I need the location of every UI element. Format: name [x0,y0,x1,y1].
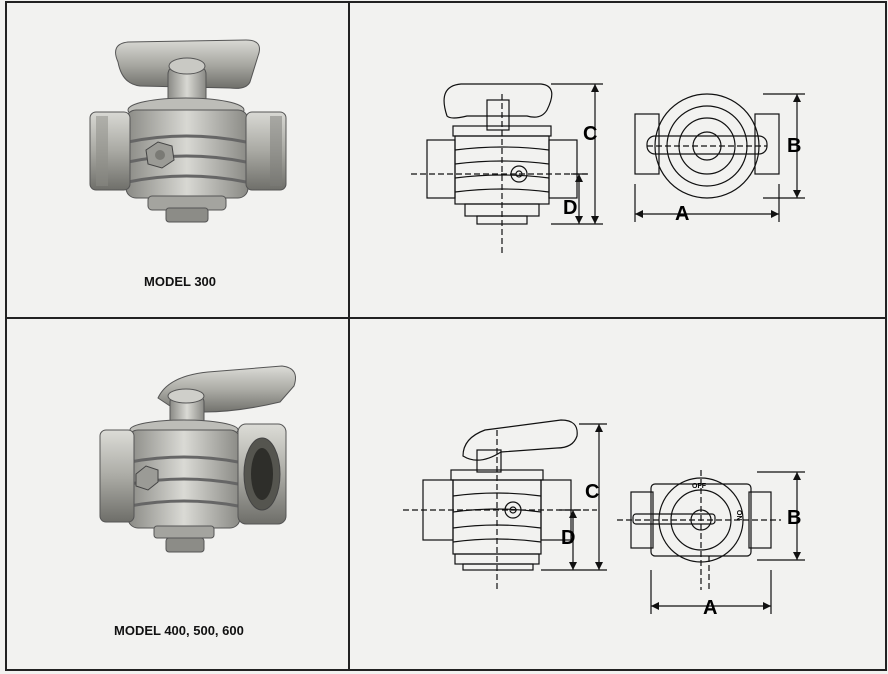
model-400-dim-b-label: B [787,507,801,529]
model-400-on-marking: ON [735,510,742,521]
model-400-dim-c-label: C [585,481,599,503]
model-400-off-marking: OFF [692,483,707,490]
model-300-caption: MODEL 300 [144,274,217,289]
model-400-dim-a-label: A [703,597,717,619]
model-300-drawing-cell: C D B A [351,4,885,316]
model-400-dimension-drawing: OFF ON C D B A [403,419,805,619]
model-300-dim-a-label: A [675,203,689,225]
model-400-drawing-cell: OFF ON C D B A [351,320,885,668]
model-400-caption: MODEL 400, 500, 600 [114,623,244,638]
model-400-dim-d-label: D [561,527,575,549]
model-300-valve-photo [89,39,287,223]
model-300-dim-d-label: D [563,197,577,219]
model-300-dimension-drawing: C D B A [411,83,805,254]
model-300-photo-cell: MODEL 300 [8,4,348,316]
model-300-dim-b-label: B [787,135,801,157]
model-400-photo-cell: MODEL 400, 500, 600 [8,320,348,668]
model-400-valve-photo [99,365,296,553]
model-300-dim-c-label: C [583,123,597,145]
